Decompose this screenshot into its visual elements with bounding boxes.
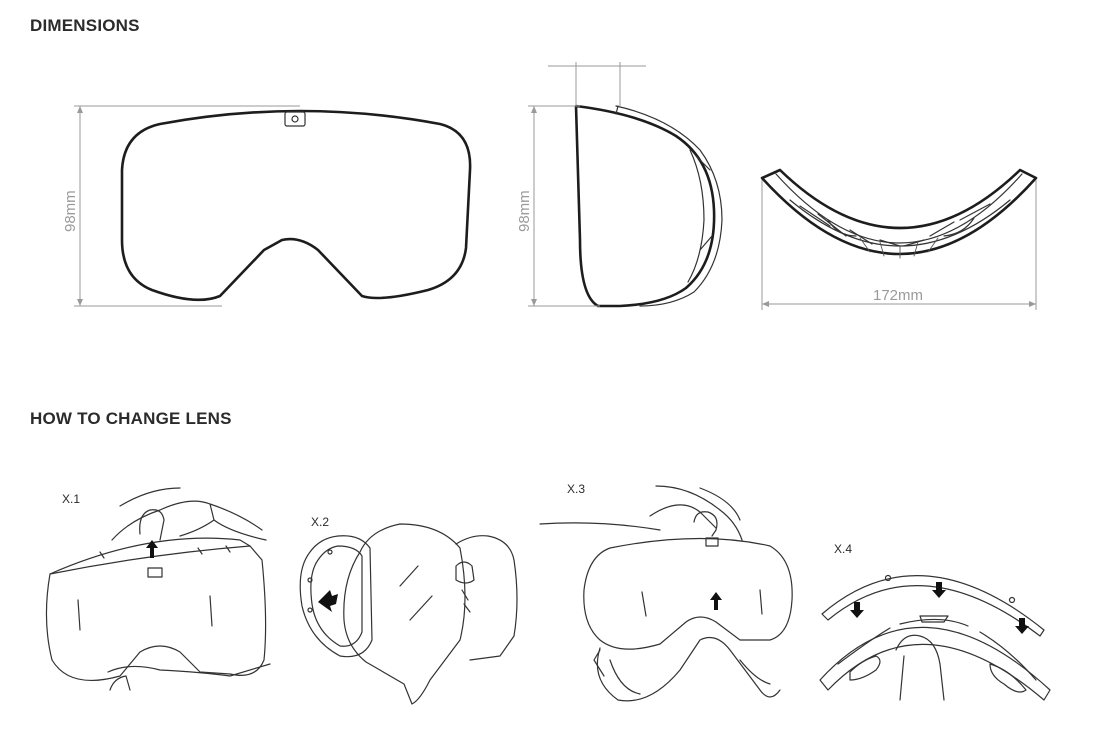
step-1-label: X.1 <box>62 492 80 506</box>
step-4-label: X.4 <box>834 542 852 556</box>
goggle-front-view <box>120 109 472 302</box>
step-2-illustration: X.2 <box>299 515 518 705</box>
step-3-illustration: X.3 <box>539 482 793 702</box>
step-1-illustration: X.1 <box>45 487 271 691</box>
side-height-dimension: 98mm <box>516 62 646 307</box>
front-height-dimension: 98mm <box>62 105 300 307</box>
front-height-label: 98mm <box>62 190 79 232</box>
goggle-side-view <box>574 104 723 308</box>
top-width-label: 172mm <box>873 287 923 304</box>
top-width-dimension: 172mm <box>761 180 1037 310</box>
step-4-illustration: X.4 <box>819 542 1051 701</box>
dimensions-heading: DIMENSIONS <box>30 16 140 35</box>
step-2-label: X.2 <box>311 515 329 529</box>
how-to-change-lens-heading: HOW TO CHANGE LENS <box>30 409 232 428</box>
goggle-top-view <box>760 168 1038 259</box>
step-3-label: X.3 <box>567 482 585 496</box>
side-height-label: 98mm <box>516 190 533 232</box>
